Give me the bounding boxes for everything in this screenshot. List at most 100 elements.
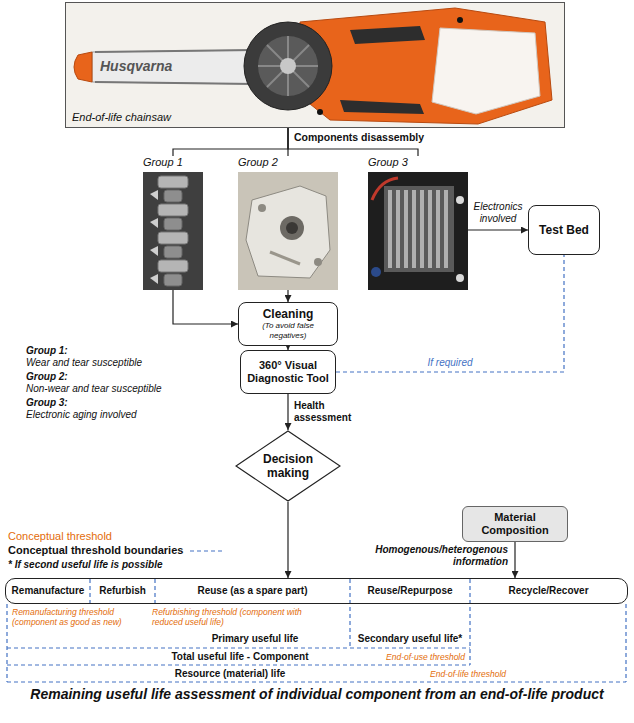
threshold-boundary	[154, 579, 155, 603]
cylinder-photo	[270, 252, 300, 264]
dashed-sample	[190, 550, 224, 551]
span-label: Secondary useful life*	[352, 633, 468, 645]
circuit-board-photo	[456, 274, 464, 282]
chainsaw-photo	[267, 45, 309, 87]
circuit-board-photo	[428, 190, 432, 268]
chainsaw-photo	[244, 22, 332, 110]
span-label: Primary useful life	[185, 633, 325, 645]
node-text: Decision making	[257, 452, 319, 480]
chainsaw-photo	[258, 36, 318, 96]
span-label: Total useful life - Component	[130, 651, 350, 663]
circuit-board-photo	[420, 190, 424, 268]
option-label: Reuse/Repurpose	[350, 579, 470, 603]
cylinder-photo	[286, 222, 298, 234]
legend-entry: Conceptual threshold boundaries	[8, 544, 225, 557]
key-note: * If second useful life is possible	[8, 559, 162, 571]
option-label: Refurbish	[90, 579, 155, 603]
flow-connector	[514, 542, 515, 578]
chain-photo	[150, 190, 158, 200]
circuit-board-photo	[412, 190, 416, 268]
group-key: Group 2:	[26, 371, 68, 383]
threshold-boundary	[6, 604, 7, 682]
circuit-board-photo	[368, 172, 468, 290]
node-text: (To avoid false negatives)	[244, 321, 332, 341]
circuit-board-photo	[396, 190, 400, 268]
chainsaw-photo	[340, 100, 424, 114]
group-heading: Group 2	[238, 156, 278, 169]
chainsaw-photo	[300, 8, 552, 124]
cylinder-photo	[238, 172, 338, 290]
node-text: End-of-life chainsaw	[70, 111, 173, 124]
chainsaw-photo	[350, 26, 425, 44]
option-label: Remanufacture	[6, 579, 90, 603]
circuit-board-photo	[384, 186, 454, 272]
circuit-board-photo	[456, 196, 464, 204]
threshold-boundary	[7, 664, 470, 665]
option-label: Reuse (as a spare part)	[155, 579, 350, 603]
edge-label: Electronics involved	[470, 201, 526, 225]
cylinder-photo	[280, 216, 304, 240]
chain-photo	[150, 246, 158, 256]
threshold-note: Refurbishing threshold (component with r…	[152, 607, 302, 627]
option-label: Recycle/Recover	[470, 579, 627, 603]
chain-photo	[164, 190, 182, 202]
group-heading: Group 3	[368, 156, 408, 169]
chainsaw-photo	[66, 3, 564, 127]
chainsaw-photo	[74, 52, 92, 82]
step-label: Components disassembly	[294, 131, 424, 144]
circuit-board-photo	[372, 178, 398, 200]
threshold-boundary	[89, 579, 90, 603]
data-box: Material Composition	[462, 506, 568, 542]
threshold-boundary	[625, 604, 626, 682]
span-label: Resource (material) life	[130, 668, 330, 680]
flow-connector	[173, 290, 238, 324]
group-image: Group 1	[143, 156, 203, 290]
chain-photo	[158, 232, 188, 244]
chainsaw-photo	[280, 58, 296, 74]
chain-photo	[158, 260, 188, 272]
flow-connector	[173, 128, 288, 156]
process-box: Test Bed	[528, 205, 600, 255]
chain-photo	[143, 172, 203, 290]
edge-label: Health assessment	[294, 400, 364, 424]
cylinder-photo	[258, 204, 266, 212]
node-text: Material Composition	[468, 511, 562, 537]
circuit-board-photo	[371, 267, 381, 277]
node-text: Cleaning	[263, 307, 314, 321]
group-key: Group 1:	[26, 345, 68, 357]
group-key: Wear and tear susceptible	[26, 357, 142, 369]
flow-connector	[287, 290, 288, 302]
group-image: Group 3	[368, 156, 468, 290]
group-key: Group 3:	[26, 397, 68, 409]
chain-photo	[164, 246, 182, 258]
threshold-boundary	[349, 579, 350, 648]
flow-connector	[287, 394, 288, 430]
edge-label: If required	[400, 357, 500, 369]
brand-mark: Husqvarna	[100, 58, 172, 74]
circuit-board-photo	[368, 172, 468, 290]
chain-photo	[158, 204, 188, 216]
chain-photo	[164, 274, 182, 286]
threshold-note: End-of-life threshold	[430, 669, 506, 679]
option-band: RemanufactureRefurbishReuse (as a spare …	[5, 578, 628, 604]
key-note: Conceptual threshold	[8, 530, 112, 543]
chainsaw-photo	[95, 82, 255, 84]
circuit-board-photo	[436, 190, 440, 268]
flow-connector	[287, 502, 288, 578]
chainsaw-photo	[92, 50, 258, 84]
circuit-board-photo	[388, 190, 392, 268]
process-box: Cleaning(To avoid false negatives)	[238, 302, 338, 346]
cylinder-photo	[238, 172, 338, 290]
edge-label: Homogenous/heterogenous information	[368, 544, 508, 568]
chain-photo	[150, 218, 158, 228]
chain-photo	[164, 218, 182, 230]
chain-photo	[150, 274, 158, 284]
process-box: 360° Visual Diagnostic Tool	[240, 350, 336, 394]
diamond-shape	[236, 431, 340, 501]
flow-connector	[468, 229, 528, 230]
threshold-note: End-of-use threshold	[365, 652, 465, 662]
circuit-board-photo	[404, 190, 408, 268]
chainsaw-photo	[457, 17, 463, 23]
